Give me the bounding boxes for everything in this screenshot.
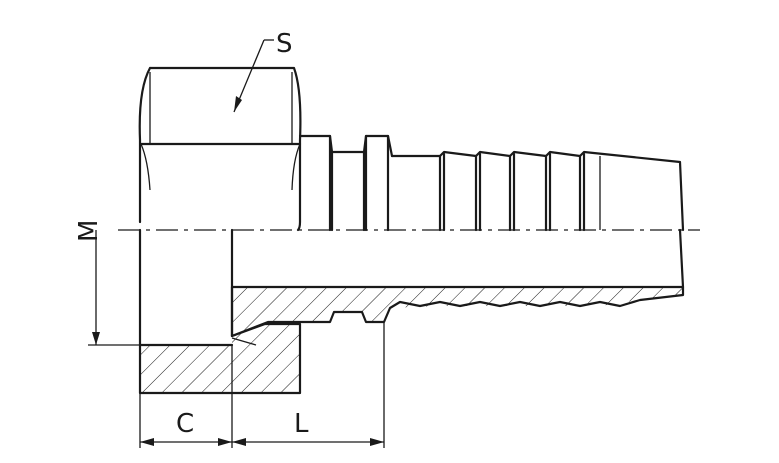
dimension-m: M bbox=[74, 220, 140, 346]
label-s: S bbox=[276, 29, 293, 59]
label-c: C bbox=[176, 409, 194, 439]
hex-nut-top bbox=[138, 66, 302, 232]
label-m: M bbox=[74, 220, 104, 242]
hex-nut-section bbox=[138, 228, 302, 395]
stem-section bbox=[230, 228, 685, 338]
stem-top bbox=[298, 134, 685, 232]
label-l: L bbox=[294, 409, 309, 439]
dimension-l: L bbox=[232, 322, 385, 448]
dimension-c: C bbox=[139, 345, 233, 448]
dimension-s: S bbox=[233, 29, 293, 113]
